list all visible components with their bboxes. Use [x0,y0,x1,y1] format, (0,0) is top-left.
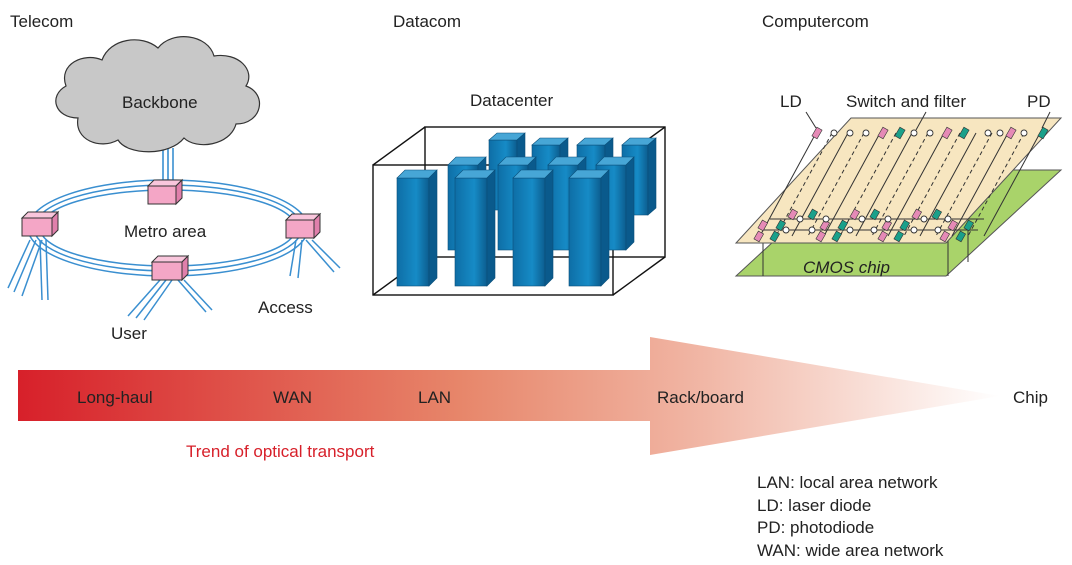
stage-lan: LAN [418,388,452,407]
access-fibers [7,239,341,321]
label-metro-area: Metro area [124,222,207,241]
legend-item: WAN: wide area network [757,540,944,560]
node-bottom [150,254,190,282]
abbreviation-legend: LAN: local area network LD: laser diode … [757,472,943,562]
label-access: Access [258,298,313,317]
node-top [146,178,184,206]
node-right [284,212,322,240]
label-switch-and-filter: Switch and filter [846,92,966,111]
network-nodes [20,178,322,282]
stage-long-haul: Long-haul [77,388,153,407]
label-datacenter: Datacenter [470,91,554,110]
stage-chip: Chip [1013,388,1048,407]
label-cmos-chip: CMOS chip [803,258,890,277]
telecom-network [7,36,341,321]
legend-item: PD: photodiode [757,518,875,537]
backbone-cloud [55,36,261,153]
label-pd: PD [1027,92,1051,111]
section-telecom: Telecom [10,12,74,31]
section-computercom: Computercom [762,12,869,31]
arrow-caption: Trend of optical transport [186,442,375,461]
label-user: User [111,324,147,343]
trend-arrow [18,337,1000,455]
label-backbone: Backbone [122,93,198,112]
legend-item: LD: laser diode [757,495,872,515]
legend-item: LAN: local area network [757,473,938,492]
label-ld: LD [780,92,802,111]
stage-rack-board: Rack/board [657,388,744,407]
section-datacom: Datacom [393,12,462,31]
node-left [20,210,60,238]
stage-wan: WAN [273,388,313,407]
photonic-layer [734,111,1063,244]
backbone-fiber [162,148,174,185]
server-racks [396,132,657,287]
